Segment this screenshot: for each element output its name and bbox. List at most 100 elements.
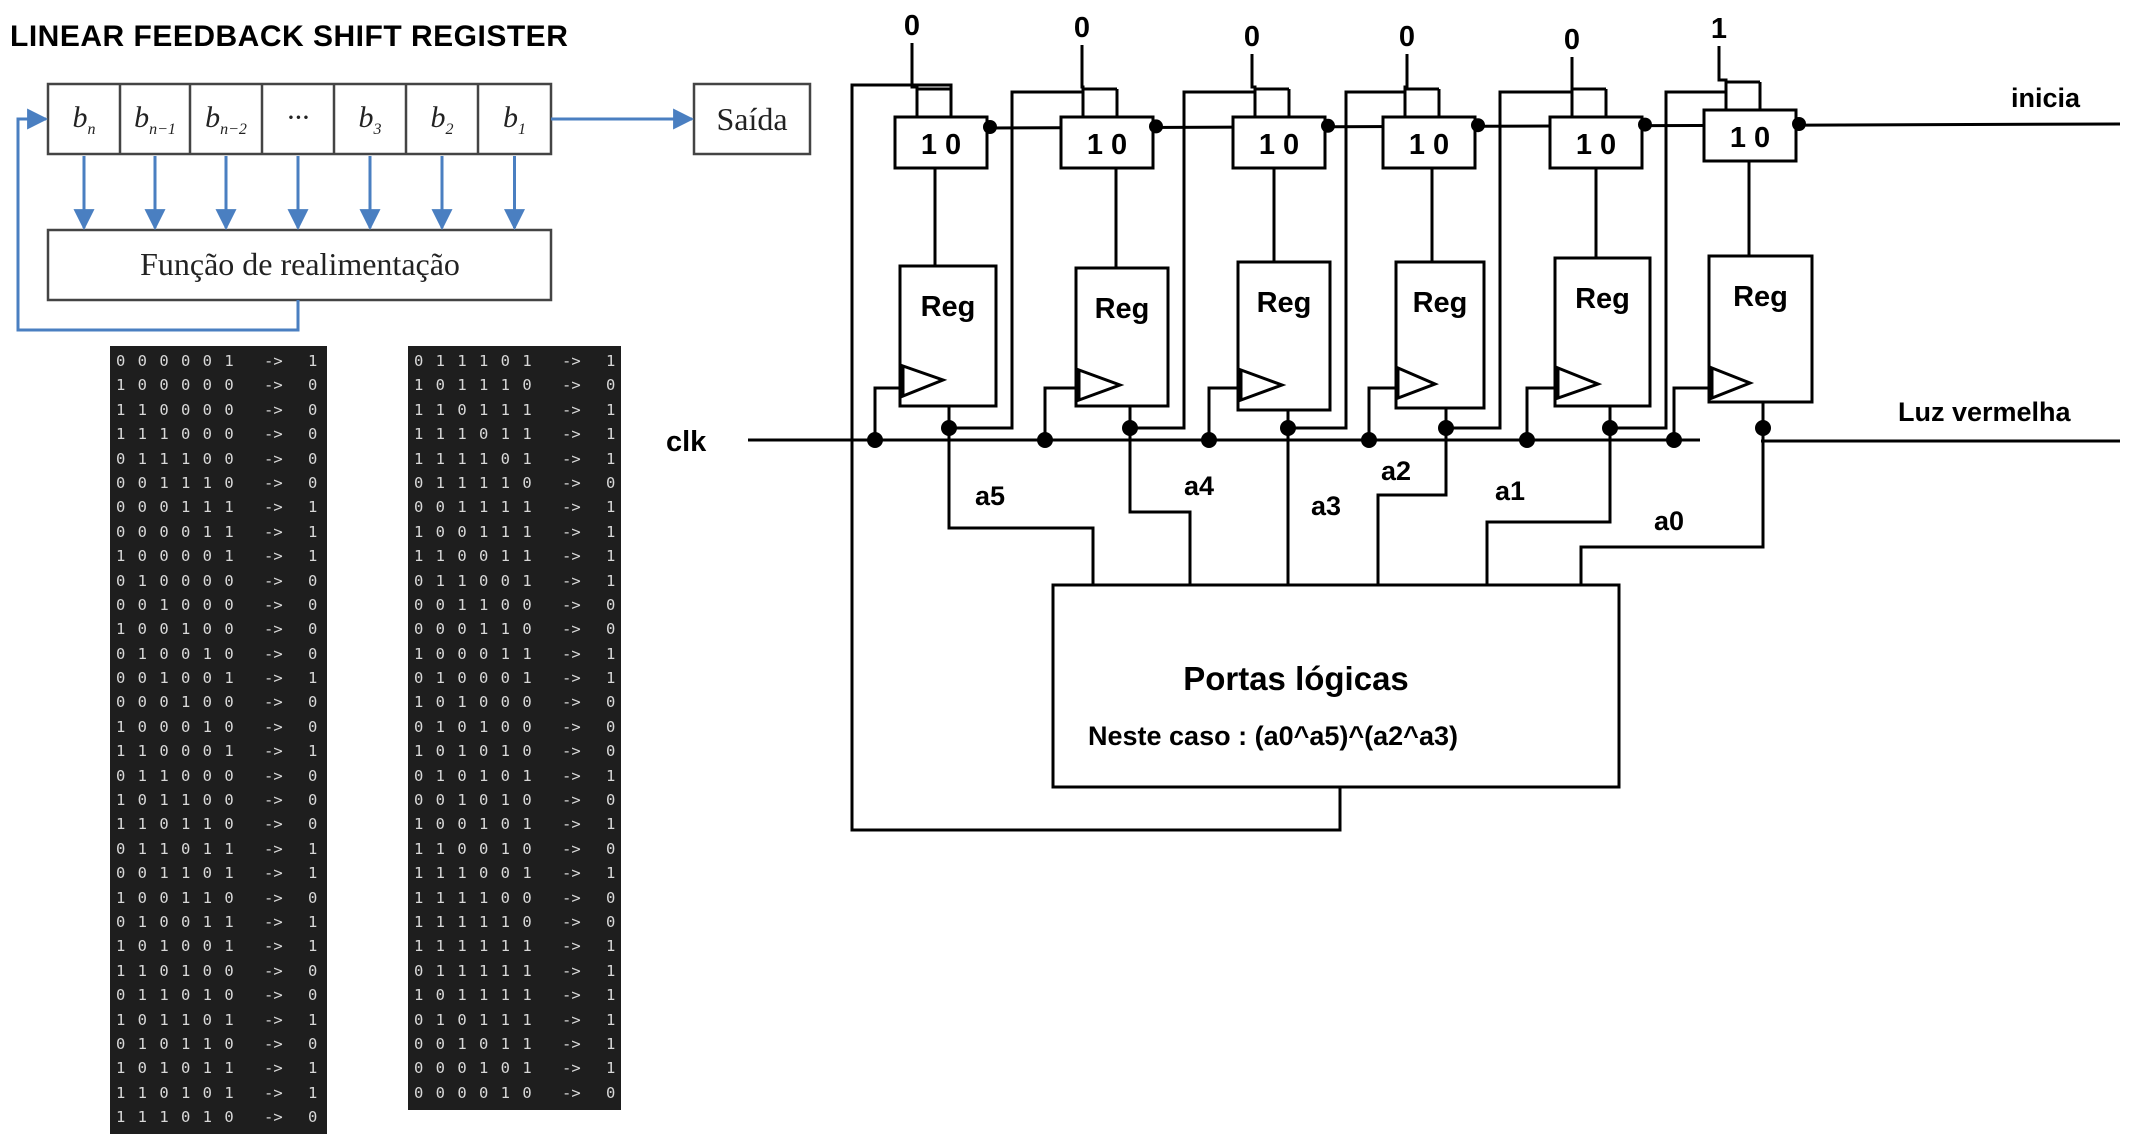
sequence-arrow: -> (264, 815, 283, 834)
sequence-row: 1 0 1 0 1 0->0 (414, 739, 621, 763)
sequence-bits: 0 0 1 1 0 1 (116, 864, 236, 883)
sequence-output-bit: 0 (308, 791, 318, 810)
sequence-output-bit: 1 (606, 937, 616, 956)
init-wire (1403, 54, 1409, 117)
mux-label: 1 0 (1259, 129, 1299, 161)
sequence-arrow: -> (264, 352, 283, 370)
tap-wire (1128, 428, 1192, 585)
sequence-output-bit: 1 (606, 669, 616, 688)
sequence-output-bit: 1 (308, 864, 318, 883)
sequence-arrow: -> (264, 571, 283, 590)
clock-junction (1666, 432, 1682, 448)
sequence-output-bit: 1 (606, 961, 616, 980)
sequence-bits: 0 1 0 1 1 0 (116, 1034, 236, 1053)
sequence-row: 0 0 0 0 0 1 -> 1 (116, 349, 327, 373)
sequence-arrow: -> (264, 595, 283, 614)
sequence-bits: 0 0 0 1 0 1 (414, 1059, 534, 1078)
sequence-bits: 1 0 0 0 0 0 (116, 376, 236, 395)
mux-label: 1 0 (1730, 122, 1770, 154)
tap-wire (947, 428, 1095, 585)
sequence-arrow: -> (264, 449, 283, 468)
sequence-row: 0 0 1 1 1 0->0 (116, 471, 327, 495)
sequence-output-bit: 1 (606, 864, 616, 883)
sequence-bits: 0 1 1 0 1 1 (116, 839, 236, 858)
sequence-bits: 0 1 0 0 1 0 (116, 644, 236, 663)
sequence-output-bit: 1 (308, 1059, 318, 1078)
sequence-arrow: -> (264, 742, 283, 761)
sequence-row: 0 1 0 1 1 1->1 (414, 1008, 621, 1032)
sequence-row: 1 0 1 1 0 1->1 (116, 1008, 327, 1032)
sequence-arrow: -> (264, 620, 283, 639)
sequence-row: 1 0 0 0 1 1->1 (414, 642, 621, 666)
sequence-row: 1 0 1 0 0 1->1 (116, 934, 327, 958)
sequence-bits: 0 1 0 0 1 1 (116, 912, 236, 931)
sequence-output-bit: 1 (606, 1010, 616, 1029)
sequence-bits: 1 1 1 0 1 1 (414, 425, 534, 444)
sequence-row: 1 0 0 1 0 1->1 (414, 812, 621, 836)
sequence-bits: 1 0 1 0 1 1 (116, 1059, 236, 1078)
sequence-row: 0 0 0 1 1 0->0 (414, 617, 621, 641)
sequence-arrow: -> (562, 888, 581, 907)
sequence-arrow: -> (264, 644, 283, 663)
signal-label: a5 (975, 481, 1005, 511)
sequence-bits: 1 1 0 1 0 0 (116, 961, 236, 980)
clock-junction (1037, 432, 1053, 448)
sequence-bits: 0 1 1 1 1 1 (414, 961, 534, 980)
mux-box (1059, 115, 1155, 170)
sequence-bits: 1 1 0 1 0 1 (116, 1083, 236, 1102)
inicia-junction (983, 120, 997, 134)
mux-label: 1 0 (921, 129, 961, 161)
init-value: 0 (904, 10, 920, 42)
sequence-bits: 1 1 0 1 1 1 (414, 400, 534, 419)
sequence-row: 1 0 1 1 1 1->1 (414, 983, 621, 1007)
sequence-row: 0 0 0 1 0 1->1 (414, 1056, 621, 1080)
register-output-junction (1755, 420, 1771, 436)
sequence-arrow: -> (264, 473, 283, 492)
sequence-bits: 1 0 1 1 1 0 (414, 376, 534, 395)
sequence-row: 1 0 1 0 1 1->1 (116, 1056, 327, 1080)
sequence-output-bit: 0 (308, 425, 318, 444)
sequence-bits: 0 0 1 1 1 1 (414, 498, 534, 517)
sequence-row: 0 1 1 0 1 1->1 (116, 837, 327, 861)
sequence-bits: 1 1 1 1 0 0 (414, 888, 534, 907)
inicia-junction (1638, 117, 1652, 132)
shift-register-box (46, 82, 553, 156)
mux-box (1231, 115, 1327, 170)
sequence-bits: 0 1 0 1 1 1 (414, 1010, 534, 1029)
sequence-row: 0 1 0 0 1 1->1 (116, 910, 327, 934)
sequence-arrow: -> (264, 1083, 283, 1102)
logic-gates-expression: Neste caso : (a0^a5)^(a2^a3) (1088, 721, 1458, 751)
register-cell-label: bn−2 (205, 101, 247, 138)
register-cell-label: b2 (431, 101, 454, 138)
sequence-bits: 1 0 0 0 1 1 (414, 644, 534, 663)
init-value: 0 (1244, 21, 1260, 53)
sequence-bits: 1 1 0 0 1 0 (414, 839, 534, 858)
sequence-row: 0 1 0 1 1 0->0 (116, 1032, 327, 1056)
sequence-output-bit: 1 (606, 1059, 616, 1078)
sequence-arrow: -> (264, 1108, 283, 1127)
sequence-arrow: -> (264, 912, 283, 931)
sequence-arrow: -> (562, 864, 581, 883)
sequence-output-bit: 1 (606, 522, 616, 541)
sequence-output-bit: 0 (308, 644, 318, 663)
sequence-bits: 0 0 0 0 1 1 (116, 522, 236, 541)
inicia-junction (1149, 119, 1163, 134)
sequence-row: 0 0 1 1 0 0->0 (414, 593, 621, 617)
register-label: Reg (1095, 293, 1150, 325)
sequence-output-bit: 0 (308, 620, 318, 639)
sequence-output-bit: 1 (308, 352, 318, 370)
tap-wire (1485, 428, 1612, 585)
sequence-output-bit: 0 (606, 595, 616, 614)
sequence-output-bit: 0 (606, 473, 616, 492)
sequence-bits: 0 0 1 0 0 0 (116, 595, 236, 614)
sequence-bits: 1 0 0 0 1 0 (116, 717, 236, 736)
sequence-output-bit: 1 (606, 425, 616, 444)
sequence-bits: 0 0 0 0 0 1 (116, 352, 236, 370)
sequence-row: 0 1 0 1 0 0->0 (414, 715, 621, 739)
sequence-bits: 1 0 1 1 0 1 (116, 1010, 236, 1029)
register-box (1394, 260, 1486, 410)
sequence-bits: 1 1 1 1 0 1 (414, 449, 534, 468)
output-label-luz-vermelha: Luz vermelha (1898, 397, 2072, 427)
